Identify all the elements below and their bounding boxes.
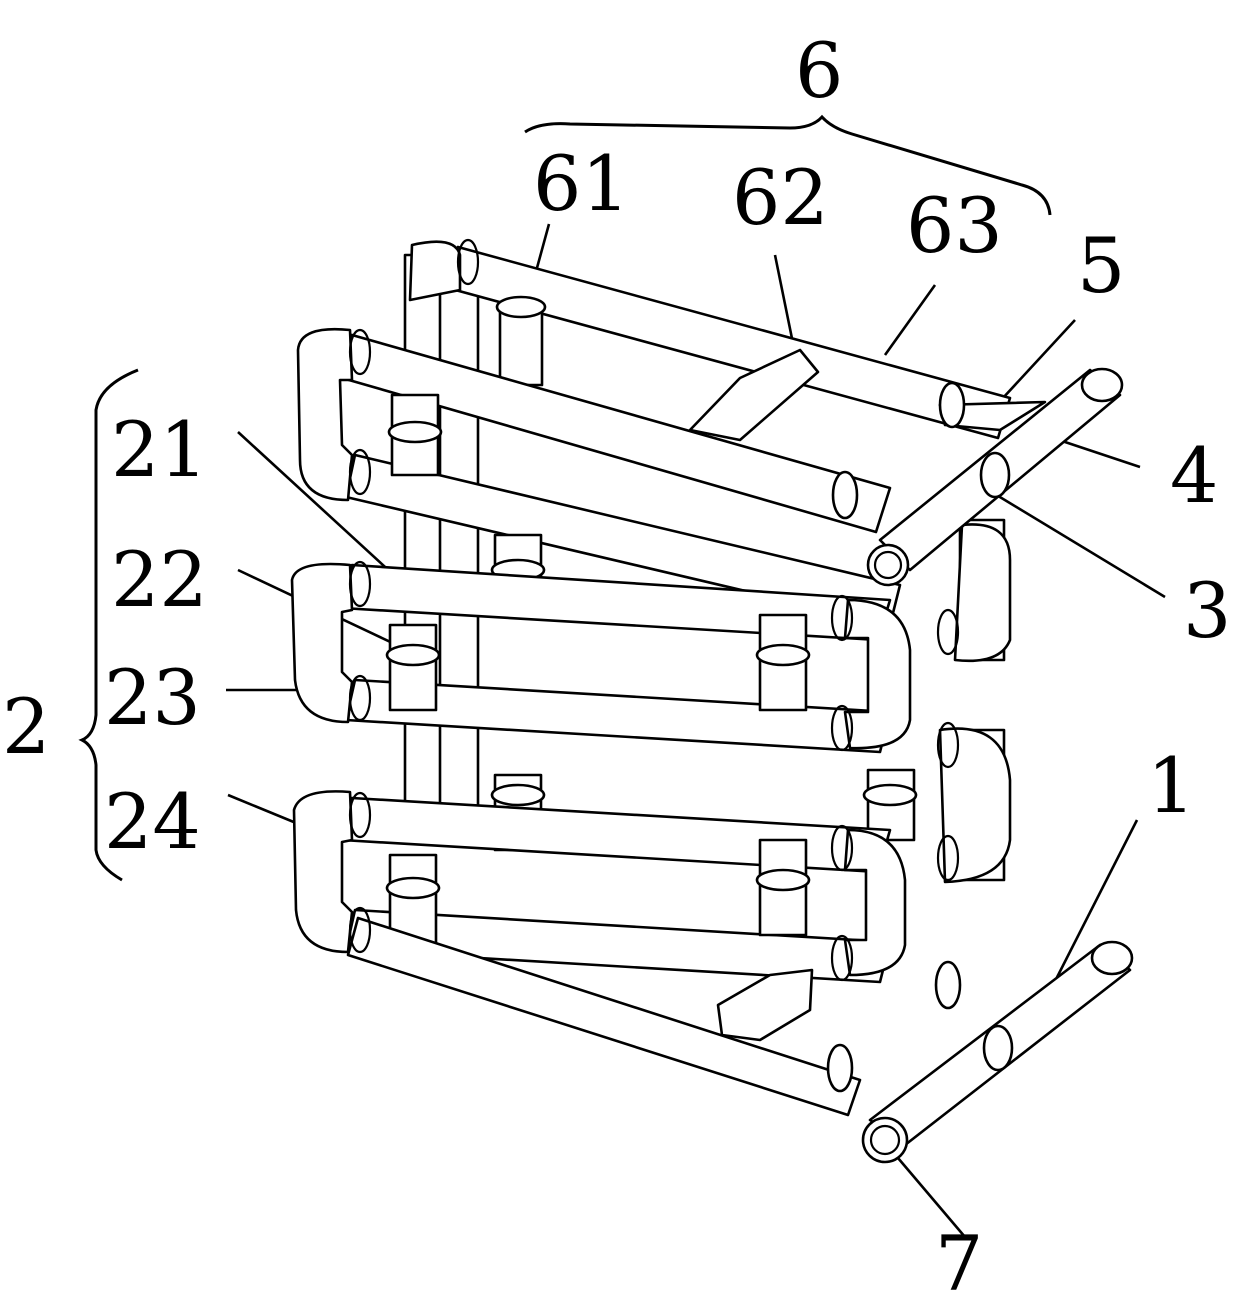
label-63: 63 xyxy=(906,181,1003,270)
mid-left-elbow xyxy=(290,562,354,724)
top-back-elbow xyxy=(408,240,462,302)
top-back-tee-collar xyxy=(495,295,547,319)
mid-far-right-elbow xyxy=(938,727,1012,884)
brace-2 xyxy=(78,368,139,882)
top-back-sleeve xyxy=(938,381,966,429)
label-3: 3 xyxy=(1183,566,1231,655)
top-front-sleeve xyxy=(831,470,859,520)
bottom-back-tee-collar xyxy=(490,783,546,807)
clamp-ring xyxy=(348,906,372,954)
clamp-ring xyxy=(936,834,960,882)
pipe-assembly xyxy=(290,238,1134,1164)
clamp-ring xyxy=(830,704,854,752)
clamp-ring xyxy=(456,238,480,286)
mid-right-u-bend xyxy=(843,598,912,750)
component-62-nozzle xyxy=(688,348,820,442)
bottom-rack xyxy=(292,773,962,1117)
inlet-7-bore xyxy=(869,1124,901,1156)
header-pipe-1-cap xyxy=(1090,940,1134,976)
clamp-ring xyxy=(348,791,372,839)
label-6: 6 xyxy=(795,26,843,115)
bottom-left-tee-collar xyxy=(385,876,441,900)
clamp-ring xyxy=(830,934,854,982)
label-1: 1 xyxy=(1147,741,1195,830)
label-7: 7 xyxy=(935,1219,983,1307)
component-22-tee xyxy=(388,623,438,712)
clamp-ring xyxy=(936,721,960,769)
top-right-elbow xyxy=(953,523,1012,663)
leader-lines xyxy=(226,223,1166,1238)
label-62: 62 xyxy=(732,153,829,242)
reference-labels: 6 61 62 63 5 4 3 2 21 22 23 24 1 7 xyxy=(2,26,1231,1307)
header-pipe-1-sleeve xyxy=(982,1024,1014,1072)
mid-right-tee-collar xyxy=(755,643,811,667)
top-back-tee xyxy=(498,303,544,387)
component-22-collar xyxy=(385,643,441,667)
clamp-rings xyxy=(348,238,960,982)
bottom-right-u-bend xyxy=(843,828,907,977)
clamp-ring xyxy=(348,448,372,496)
header-pipe-3-sleeve xyxy=(979,451,1011,499)
clamp-ring xyxy=(936,608,960,656)
header-outlet-bore xyxy=(873,550,903,580)
clamp-ring xyxy=(348,674,372,722)
component-24-elbow xyxy=(292,790,354,954)
bottom-back-sleeve xyxy=(934,960,962,1010)
leader-3 xyxy=(984,486,1166,599)
clamp-ring xyxy=(830,594,854,642)
bottom-nozzle xyxy=(716,968,814,1042)
bottom-front-sleeve xyxy=(826,1043,854,1093)
label-4: 4 xyxy=(1170,431,1218,520)
header-outlet-ring xyxy=(866,543,910,587)
clamp-ring xyxy=(348,560,372,608)
label-23: 23 xyxy=(104,653,201,742)
leader-7 xyxy=(897,1157,966,1238)
label-2: 2 xyxy=(2,682,50,771)
left-inner-riser xyxy=(438,268,480,812)
leader-63 xyxy=(883,284,937,356)
label-61: 61 xyxy=(533,139,630,228)
bottom-right-tee-collar xyxy=(755,868,811,892)
header-pipe-3-cap xyxy=(1080,367,1124,403)
mid-right-riser-collar xyxy=(862,783,918,807)
label-5: 5 xyxy=(1077,221,1125,310)
clamp-ring xyxy=(348,328,372,376)
inlet-7-ring xyxy=(861,1116,909,1164)
top-rack xyxy=(296,240,1047,663)
label-24: 24 xyxy=(104,777,201,866)
top-front-tee-collar xyxy=(387,420,443,444)
leader-1 xyxy=(1046,819,1139,996)
label-21: 21 xyxy=(111,405,208,494)
label-22: 22 xyxy=(111,535,208,624)
brace-6 xyxy=(524,114,1052,216)
top-left-elbow xyxy=(296,327,354,502)
clamp-ring xyxy=(830,824,854,872)
